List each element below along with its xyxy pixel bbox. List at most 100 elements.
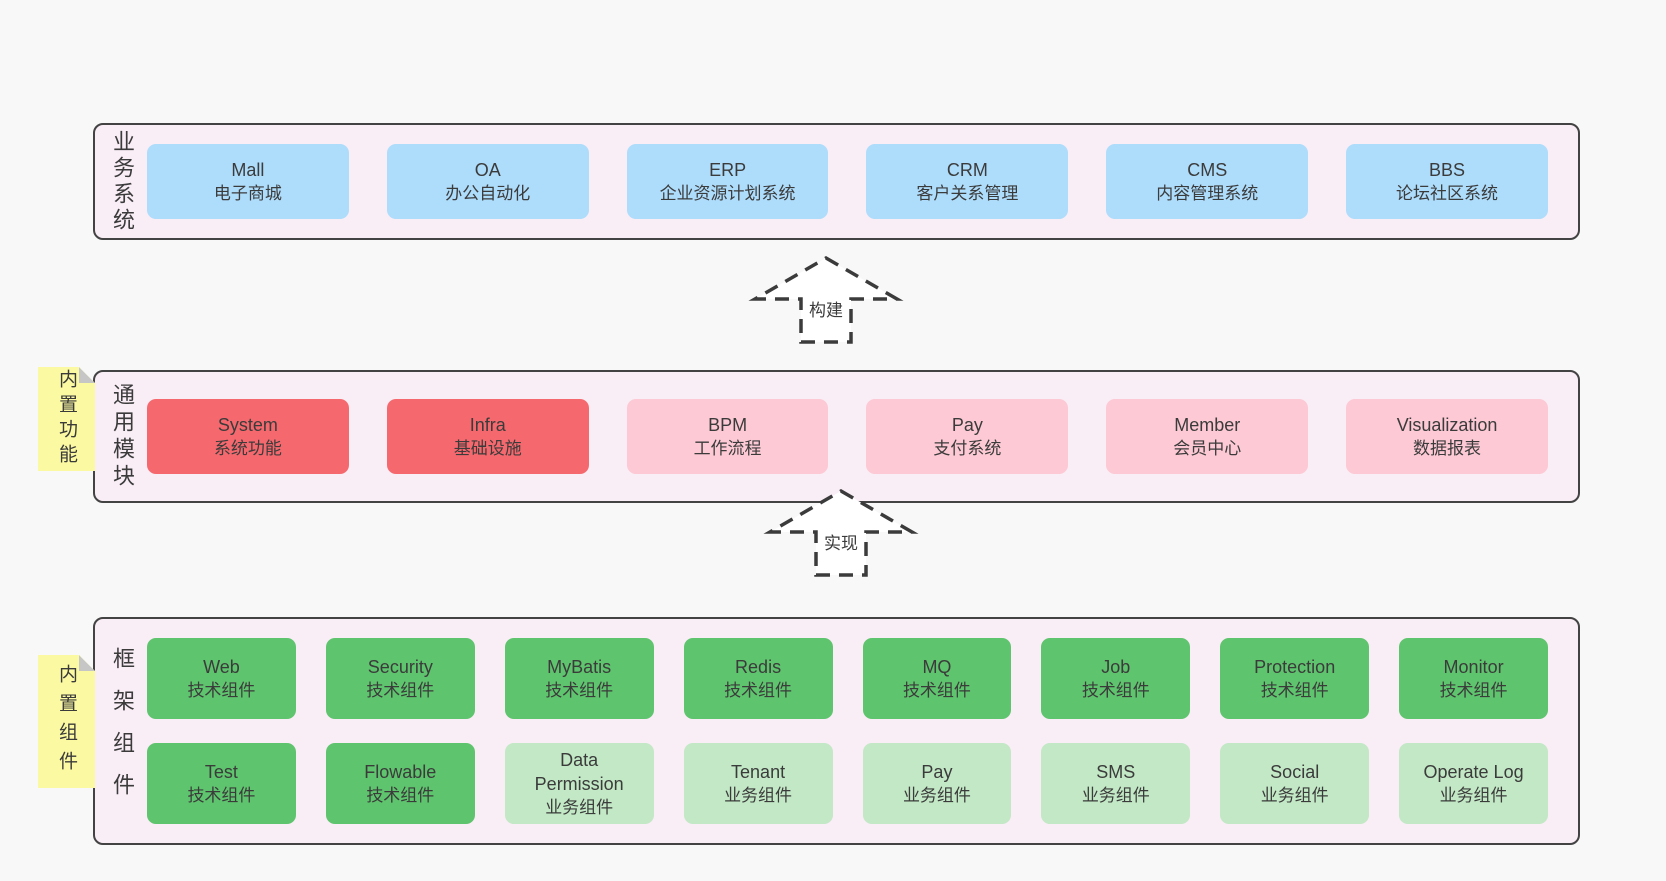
common-modules-band: 通用模块 System 系统功能 Infra 基础设施 BPM 工作流程 Pay… — [93, 370, 1580, 503]
box-web: Web 技术组件 — [147, 638, 296, 719]
box-mall: Mall 电子商城 — [147, 144, 349, 219]
box-mybatis: MyBatis 技术组件 — [504, 638, 654, 719]
box-subtitle: 业务组件 — [1439, 785, 1508, 805]
box-title: Member — [1174, 414, 1241, 435]
box-subtitle: 技术组件 — [187, 785, 256, 805]
modules-box-row: System 系统功能 Infra 基础设施 BPM 工作流程 Pay 支付系统… — [147, 399, 1548, 474]
box-subtitle: 技术组件 — [1439, 680, 1508, 700]
box-title: MyBatis — [547, 656, 612, 677]
box-title: Tenant — [731, 761, 786, 782]
box-job: Job 技术组件 — [1041, 638, 1191, 719]
box-title: Infra — [469, 414, 506, 435]
sticky-built-in-components: 内置组件 — [38, 655, 95, 788]
box-subtitle: 客户关系管理 — [916, 183, 1019, 203]
box-title: Social — [1270, 761, 1320, 782]
box-subtitle: 技术组件 — [366, 785, 435, 805]
sticky-built-in-features: 内置功能 — [38, 367, 95, 471]
box-subtitle: 会员中心 — [1173, 438, 1242, 458]
box-data-permission: Data Permission 业务组件 — [504, 743, 654, 824]
business-box-row: Mall 电子商城 OA 办公自动化 ERP 企业资源计划系统 CRM 客户关系… — [147, 144, 1548, 219]
box-subtitle: 内容管理系统 — [1156, 183, 1259, 203]
box-bbs: BBS 论坛社区系统 — [1346, 144, 1548, 219]
box-flowable: Flowable 技术组件 — [325, 743, 475, 824]
box-monitor: Monitor 技术组件 — [1399, 638, 1548, 719]
box-subtitle: 系统功能 — [213, 438, 282, 458]
up-arrow-outline — [763, 488, 919, 577]
box-subtitle: 技术组件 — [187, 680, 256, 700]
box-member: Member 会员中心 — [1106, 399, 1309, 474]
box-sms: SMS 业务组件 — [1041, 743, 1191, 824]
folded-corner-icon — [79, 367, 95, 383]
business-systems-band: 业务系统 Mall 电子商城 OA 办公自动化 ERP 企业资源计划系统 CRM… — [93, 123, 1580, 240]
box-title: Mall — [231, 159, 265, 180]
box-title: Pay — [921, 761, 953, 782]
box-subtitle: 业务组件 — [1260, 785, 1329, 805]
box-subtitle: 办公自动化 — [445, 183, 531, 203]
box-title: Web — [203, 656, 240, 677]
box-subtitle: 技术组件 — [366, 680, 435, 700]
box-mq: MQ 技术组件 — [862, 638, 1012, 719]
box-subtitle: 业务组件 — [902, 785, 971, 805]
box-pay: Pay 支付系统 — [866, 399, 1069, 474]
box-title: MQ — [922, 656, 952, 677]
box-title: System — [217, 414, 278, 435]
implement-arrow-label: 实现 — [824, 534, 858, 553]
box-pay-biz: Pay 业务组件 — [862, 743, 1012, 824]
box-subtitle: 业务组件 — [1081, 785, 1150, 805]
box-title: Test — [204, 761, 238, 782]
box-subtitle: 电子商城 — [213, 183, 282, 203]
box-subtitle: 支付系统 — [933, 438, 1002, 458]
box-cms: CMS 内容管理系统 — [1106, 144, 1309, 219]
box-title: BPM — [708, 414, 748, 435]
box-social: Social 业务组件 — [1220, 743, 1370, 824]
sticky-label: 内置组件 — [56, 663, 77, 780]
box-test: Test 技术组件 — [147, 743, 296, 824]
box-title: Data Permission — [534, 749, 624, 794]
box-subtitle: 业务组件 — [724, 785, 793, 805]
box-subtitle: 业务组件 — [545, 797, 614, 817]
box-subtitle: 技术组件 — [724, 680, 793, 700]
box-erp: ERP 企业资源计划系统 — [626, 144, 829, 219]
framework-grid: Web 技术组件 Security 技术组件 MyBatis 技术组件 Redi… — [147, 638, 1548, 824]
box-subtitle: 技术组件 — [545, 680, 614, 700]
box-title: Monitor — [1443, 656, 1504, 677]
box-title: CRM — [946, 159, 988, 180]
up-arrow-outline — [748, 255, 904, 344]
box-protection: Protection 技术组件 — [1220, 638, 1370, 719]
box-title: Protection — [1254, 656, 1336, 677]
band-label-framework: 框架组件 — [110, 647, 135, 815]
box-title: Visualization — [1396, 414, 1498, 435]
box-subtitle: 技术组件 — [902, 680, 971, 700]
implement-arrow: 实现 — [763, 488, 919, 577]
box-tenant: Tenant 业务组件 — [683, 743, 833, 824]
sticky-label: 内置功能 — [56, 369, 77, 469]
framework-row-2: Test 技术组件 Flowable 技术组件 Data Permission … — [147, 743, 1548, 824]
box-subtitle: 企业资源计划系统 — [659, 183, 796, 203]
box-title: Flowable — [364, 761, 437, 782]
box-subtitle: 基础设施 — [453, 438, 522, 458]
box-title: Pay — [951, 414, 983, 435]
box-title: Redis — [735, 656, 782, 677]
box-operate-log: Operate Log 业务组件 — [1399, 743, 1548, 824]
box-title: ERP — [709, 159, 747, 180]
build-arrow-label: 构建 — [809, 301, 843, 320]
box-subtitle: 工作流程 — [693, 438, 762, 458]
box-infra: Infra 基础设施 — [386, 399, 589, 474]
box-bpm: BPM 工作流程 — [626, 399, 829, 474]
box-title: Security — [367, 656, 433, 677]
build-arrow: 构建 — [748, 255, 904, 344]
box-title: CMS — [1187, 159, 1228, 180]
box-title: SMS — [1096, 761, 1136, 782]
band-label-business: 业务系统 — [110, 129, 135, 234]
framework-components-band: 框架组件 Web 技术组件 Security 技术组件 MyBatis 技术组件… — [93, 617, 1580, 845]
box-crm: CRM 客户关系管理 — [866, 144, 1069, 219]
box-subtitle: 论坛社区系统 — [1396, 183, 1499, 203]
box-subtitle: 技术组件 — [1081, 680, 1150, 700]
box-subtitle: 数据报表 — [1413, 438, 1482, 458]
box-title: OA — [474, 159, 501, 180]
band-label-modules: 通用模块 — [110, 382, 135, 491]
box-security: Security 技术组件 — [325, 638, 475, 719]
box-visualization: Visualization 数据报表 — [1346, 399, 1548, 474]
box-title: BBS — [1429, 159, 1466, 180]
